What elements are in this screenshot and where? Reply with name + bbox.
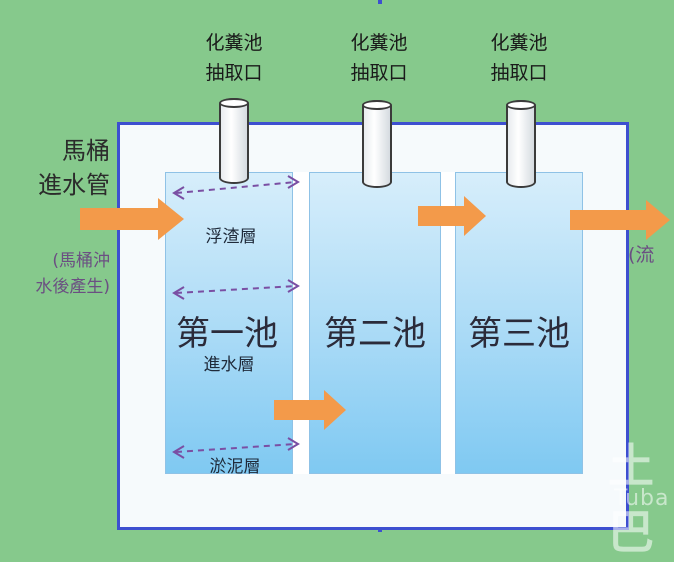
arrow-first-to-second (274, 390, 346, 430)
arrow-inlet (80, 198, 184, 240)
layer-label-sludge: 淤泥層 (209, 457, 261, 477)
layer-label-scum: 浮渣層 (205, 227, 257, 247)
chamber-divider-2 (441, 172, 455, 474)
outlet-label-1: 化糞池 抽取口 (189, 28, 279, 88)
outflow-label: (流 (628, 244, 655, 266)
outlet-label-3-line2: 抽取口 (490, 62, 548, 84)
layer-label-inflow: 進水層 (203, 355, 255, 375)
top-center-mark (378, 0, 382, 4)
outlet-label-1-line2: 抽取口 (205, 62, 263, 84)
inlet-note: (馬桶沖 水後產生) (0, 248, 110, 300)
pool-name-first: 第一池 (176, 314, 278, 354)
inlet-title-line2: 進水管 (38, 171, 110, 199)
outlet-label-2-line2: 抽取口 (350, 62, 408, 84)
pipe-outlet-1 (219, 98, 249, 184)
inlet-note-line1: (馬桶沖 (52, 251, 110, 271)
chamber-first (165, 172, 293, 474)
pipe-outlet-2 (362, 100, 392, 188)
dashed-arrow-scum (172, 175, 300, 200)
outlet-label-2: 化糞池 抽取口 (334, 28, 424, 88)
arrow-second-to-third (418, 196, 486, 236)
pool-name-third: 第三池 (468, 314, 570, 354)
pool-name-second: 第二池 (324, 314, 426, 354)
outlet-label-2-line1: 化糞池 (350, 32, 408, 54)
outlet-label-1-line1: 化糞池 (205, 32, 263, 54)
bottom-center-mark (378, 528, 382, 532)
pipe-outlet-3 (506, 100, 536, 188)
inlet-note-line2: 水後產生) (35, 277, 110, 297)
chamber-divider-1 (293, 172, 309, 474)
flow-arrows-layer (80, 0, 670, 532)
inlet-pipe-label: 馬桶 進水管 (0, 134, 110, 202)
arrow-outlet (570, 200, 670, 240)
outlet-label-3-line1: 化糞池 (490, 32, 548, 54)
outlet-label-3: 化糞池 抽取口 (474, 28, 564, 88)
dashed-arrow-middle (172, 279, 300, 300)
watermark-sub-text: Tuba (614, 486, 670, 511)
inlet-title-line1: 馬桶 (62, 137, 110, 165)
dashed-arrow-sludge (172, 437, 300, 459)
